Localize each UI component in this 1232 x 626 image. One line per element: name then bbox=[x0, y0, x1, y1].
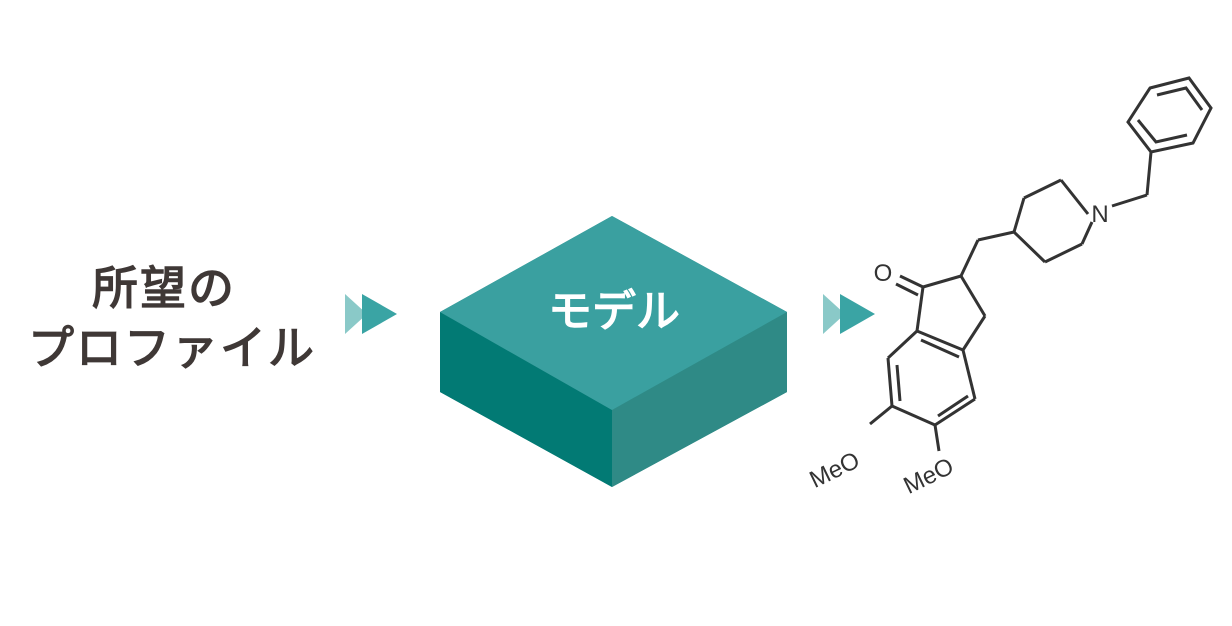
label-line-2: プロファイル bbox=[28, 321, 316, 375]
arrow-icon-1 bbox=[345, 294, 397, 334]
oxygen-atom-label: O bbox=[874, 260, 893, 287]
model-block: モデル bbox=[440, 216, 787, 487]
nitrogen-atom-label: N bbox=[1091, 201, 1108, 228]
methoxy-label-1: MeO bbox=[805, 447, 864, 494]
methoxy-label-2: MeO bbox=[899, 453, 958, 500]
label-line-1: 所望の bbox=[92, 261, 236, 315]
arrow-icon-2 bbox=[823, 294, 875, 334]
molecule-structure bbox=[869, 76, 1213, 452]
model-label: モデル bbox=[548, 286, 680, 337]
desired-profile-label: 所望の プロファイル bbox=[28, 258, 348, 378]
